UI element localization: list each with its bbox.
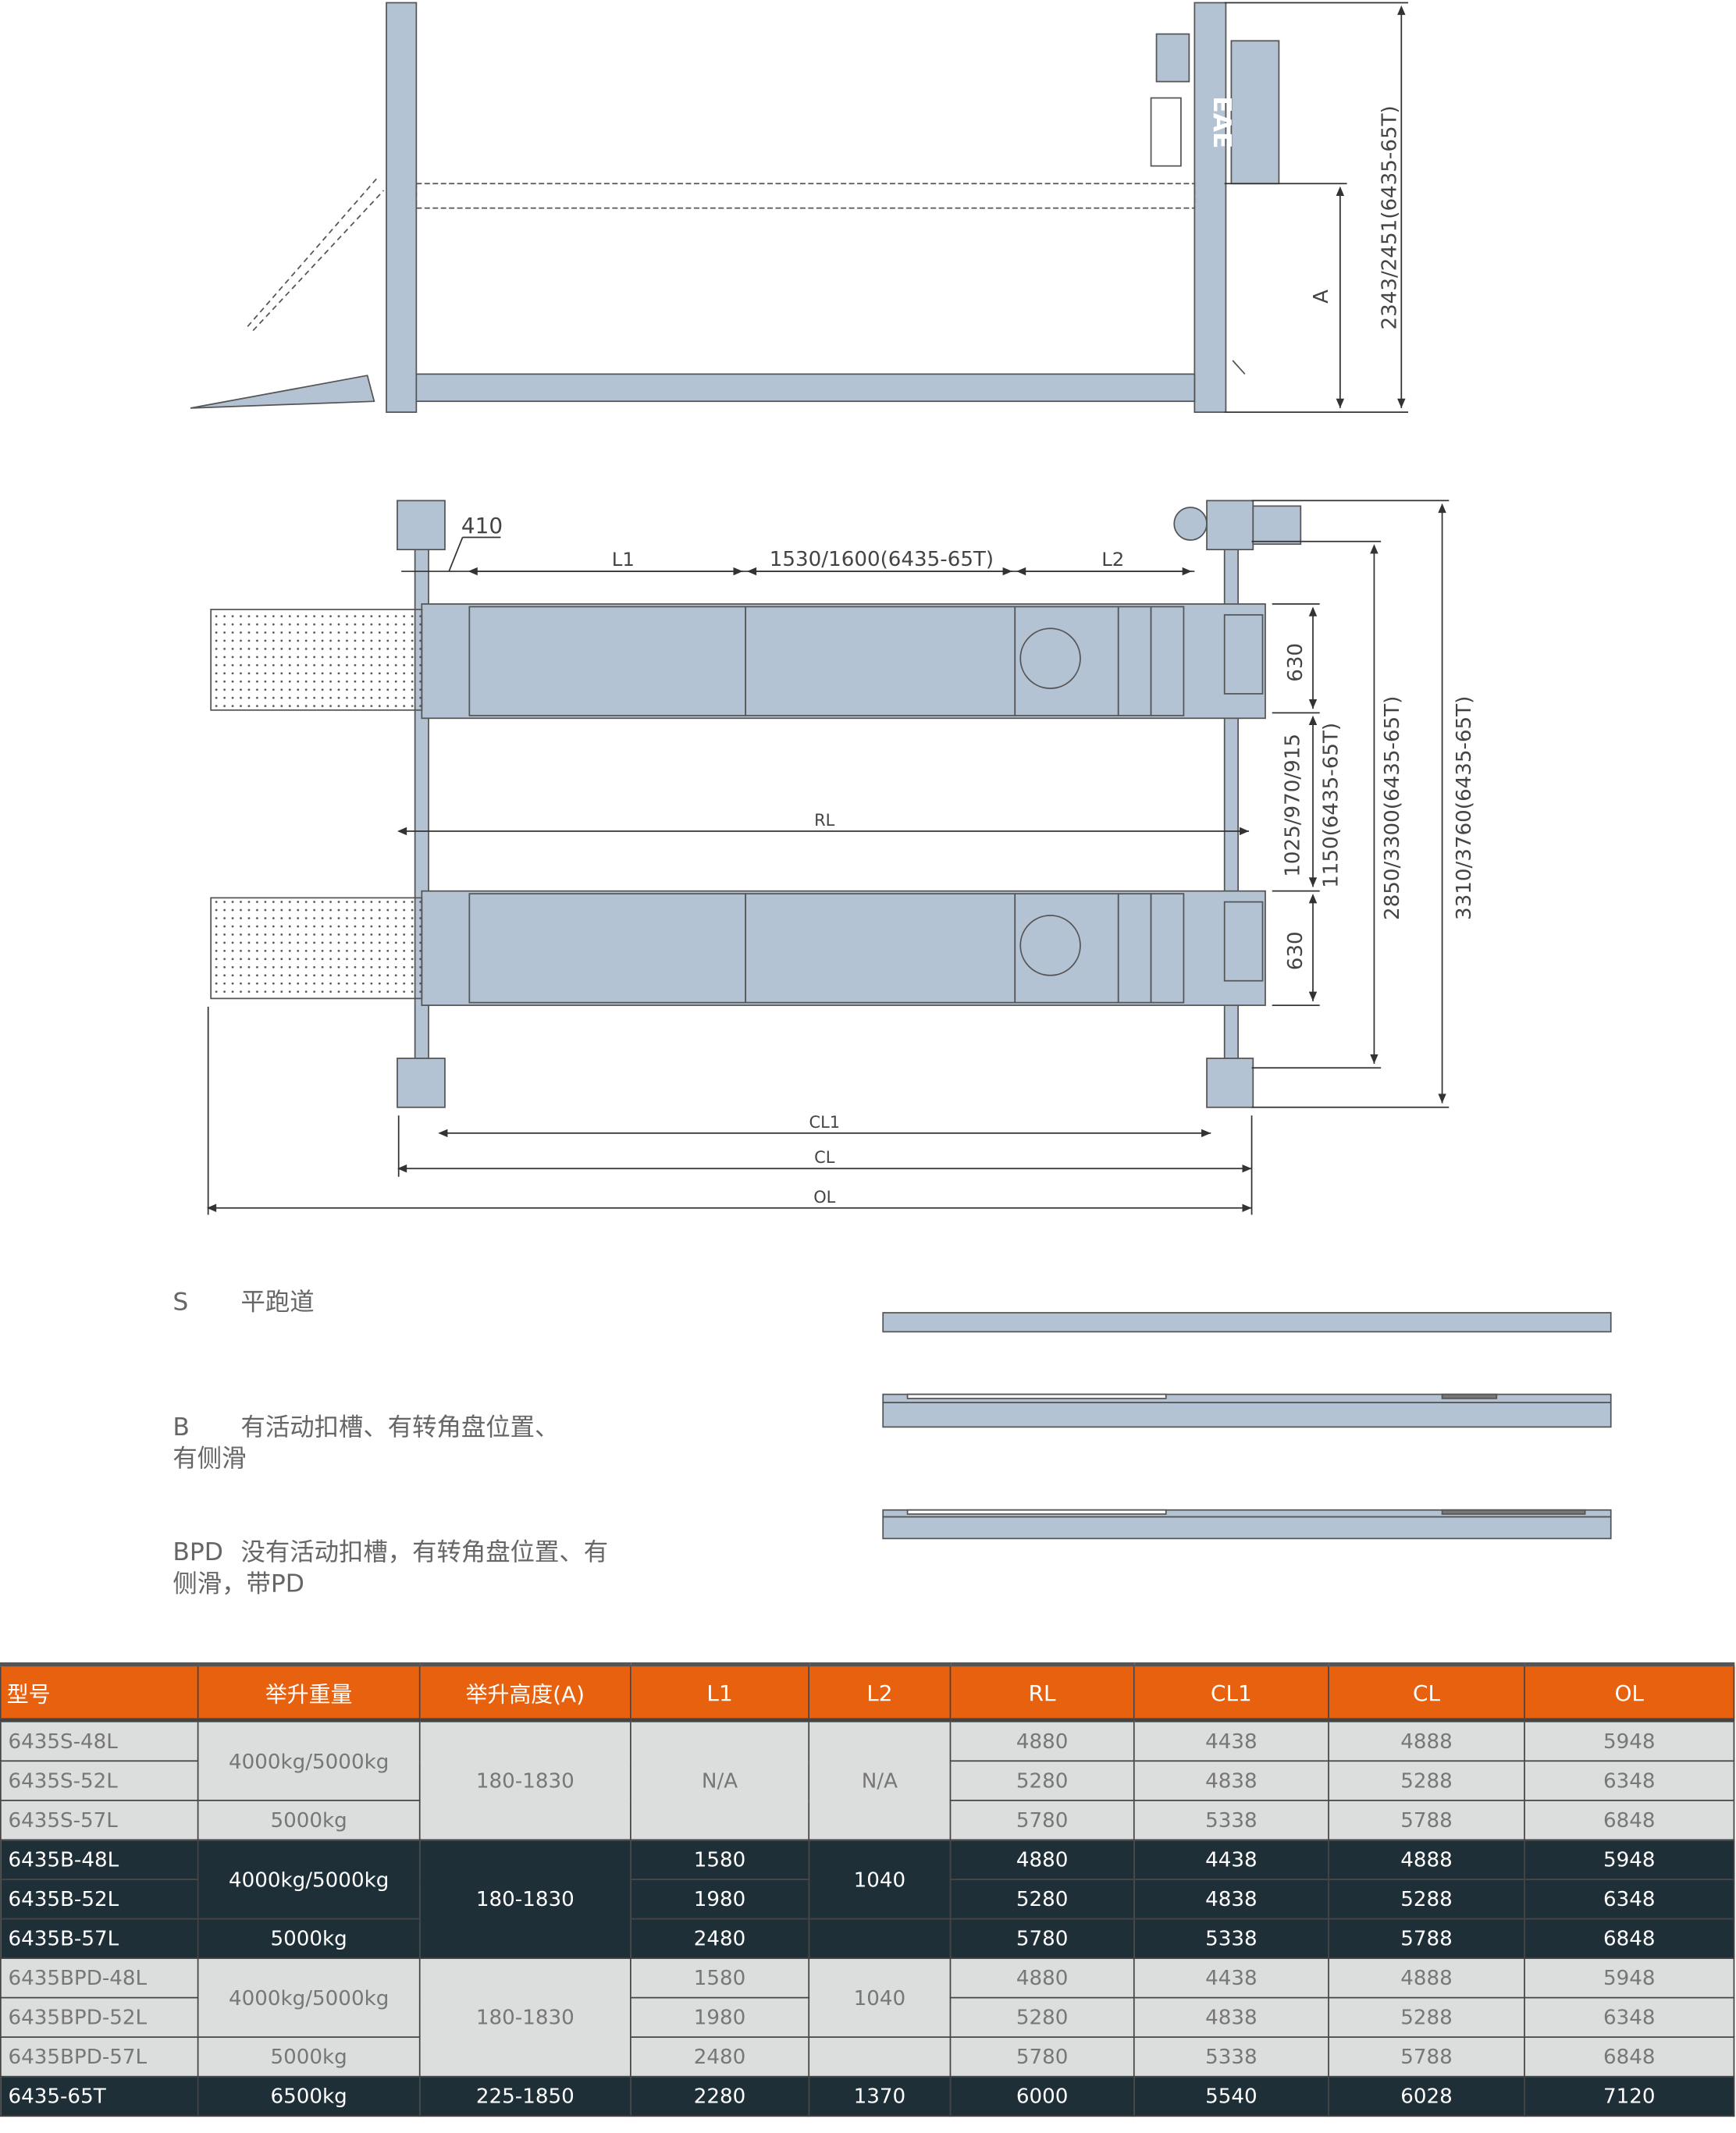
left-post [386, 2, 418, 414]
runway-2 [210, 890, 1266, 1006]
dim-gap: 1025/970/915 [1282, 734, 1305, 877]
profile-s [882, 1312, 1612, 1333]
profile-bpd [882, 1516, 1612, 1540]
dim-width1: 2850/3300(6435-65T) [1381, 696, 1404, 920]
runway-1 [210, 603, 1266, 720]
dim-mid: 1530/1600(6435-65T) [770, 548, 994, 571]
side-elevation-view [190, 2, 1280, 414]
ramp [190, 375, 375, 409]
dim-630: 630 [1284, 931, 1307, 970]
dim-height: 2343/2451(6435-65T) [1378, 105, 1401, 329]
dim-cl: CL [814, 1148, 835, 1167]
post-base [1206, 499, 1254, 551]
dim-width2: 3310/3760(6435-65T) [1453, 696, 1476, 920]
profile-b [882, 1402, 1612, 1428]
lower-runway [415, 373, 1196, 403]
post-base [397, 1058, 446, 1108]
right-post [1194, 2, 1227, 414]
power-unit [1230, 40, 1280, 185]
dim-l2: L2 [1101, 548, 1124, 571]
dim-630: 630 [1284, 643, 1307, 682]
side-dimensions [1224, 2, 1409, 414]
runway-profiles [882, 1312, 1612, 1540]
post-base [397, 499, 446, 551]
motor [1252, 505, 1302, 546]
dim-cl1: CL1 [809, 1113, 840, 1132]
plan-dimensions [206, 499, 1450, 1215]
dim-a: A [1310, 290, 1333, 304]
dim-gap-65t: 1150(6435-65T) [1319, 723, 1343, 888]
dim-410: 410 [461, 513, 503, 539]
dim-rl: RL [814, 811, 835, 830]
raised-runway [415, 183, 1196, 209]
brand-logo: EAE [1208, 96, 1236, 148]
post-base [1206, 1058, 1254, 1108]
plan-view [210, 499, 1302, 1108]
dim-l1: L1 [612, 548, 635, 571]
dim-ol: OL [813, 1188, 835, 1207]
